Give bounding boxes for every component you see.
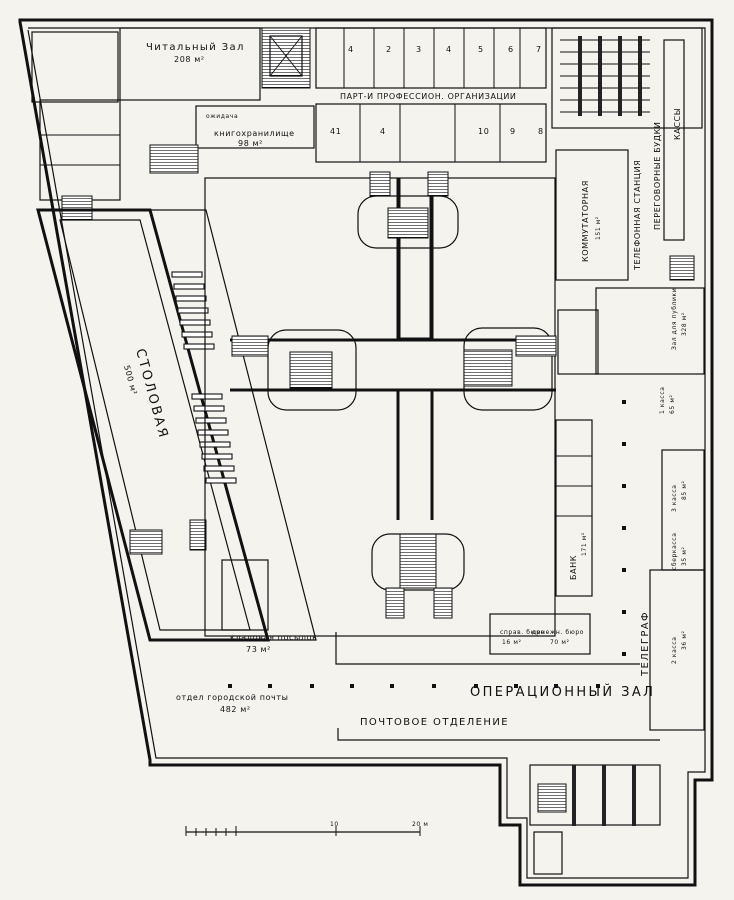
- label-switchboard-area: 151 м²: [595, 216, 602, 240]
- room-number: 2: [386, 45, 392, 54]
- label-money-office-area: 70 м²: [550, 639, 569, 646]
- room-number: 4: [446, 45, 452, 54]
- scale-bar: 10 20 м: [185, 821, 428, 836]
- label-inquiry-area: 16 м²: [502, 639, 521, 646]
- label-savings-area: 35 м²: [681, 547, 688, 566]
- room-number: 3: [416, 45, 422, 54]
- label-cashier-1: 1 касса: [659, 387, 666, 415]
- label-savings: сберкасса: [671, 533, 678, 570]
- structural-columns: [228, 400, 626, 688]
- label-book-storage: книгохранилище: [214, 129, 295, 138]
- stair-core-east: [463, 327, 557, 411]
- east-wing: [551, 27, 705, 375]
- label-switchboard: КОММУТАТОРНАЯ: [581, 180, 590, 262]
- room-number: 6: [508, 45, 514, 54]
- label-waiting: ожидача: [206, 113, 238, 120]
- label-reading-hall-area: 208 м²: [174, 55, 205, 64]
- label-phone-booths: ПЕРЕГОВОРНЫЕ БУДКИ: [653, 122, 662, 230]
- label-public-hall-area: 328 м²: [681, 312, 688, 336]
- label-money-office: денежн. бюро: [532, 629, 584, 636]
- inner-east-rooms: [489, 419, 705, 731]
- label-city-post: отдел городской почты: [176, 693, 289, 702]
- label-book-storage-area: 98 м²: [238, 139, 263, 148]
- room-number: 9: [510, 127, 516, 136]
- stair-core-south: [371, 533, 465, 619]
- label-phone-station: ТЕЛЕФОННАЯ СТАНЦИЯ: [633, 160, 642, 271]
- room-number: 4: [348, 45, 354, 54]
- room-number: 7: [536, 45, 542, 54]
- label-post-office: ПОЧТОВОЕ ОТДЕЛЕНИЕ: [360, 717, 509, 728]
- label-cashier-3: 3 касса: [671, 485, 678, 513]
- label-cashier-3-area: 85 м²: [681, 481, 688, 500]
- room-number: 5: [478, 45, 484, 54]
- central-core: [204, 171, 557, 637]
- label-inquiry: справ. бюро: [500, 629, 545, 636]
- label-canteen-area: 500 м²: [122, 364, 139, 396]
- label-telegraph: ТЕЛЕГРАФ: [640, 611, 651, 677]
- label-bank-area: 171 м²: [581, 532, 588, 556]
- scale-mark-20: 20 м: [412, 821, 428, 828]
- label-cashier-1-area: 65 м²: [669, 395, 676, 414]
- room-number: 41: [330, 127, 341, 136]
- label-bank: БАНК: [569, 555, 578, 580]
- stair-core-west: [231, 329, 357, 411]
- label-public-hall: Зал для публики: [671, 288, 678, 350]
- label-parcels-storage-area: 73 м²: [246, 645, 271, 654]
- south-entrance: [529, 764, 661, 875]
- north-wing: [31, 27, 547, 221]
- room-number: 4: [380, 127, 386, 136]
- label-party-orgs: ПАРТ-И ПРОФЕССИОН. ОРГАНИЗАЦИИ: [340, 92, 517, 101]
- canteen-tables: [171, 271, 237, 484]
- label-cashier-2: 2 касса: [671, 637, 678, 665]
- label-reading-hall: Читальный Зал: [146, 42, 245, 53]
- room-labels: Читальный Зал 208 м² 4 2 3 4 5 6 7 ПАРТ-…: [122, 42, 688, 728]
- outer-walls: [18, 18, 714, 887]
- counters: [335, 632, 660, 741]
- room-number: 8: [538, 127, 544, 136]
- label-parcels-storage: кладовая посылок: [230, 633, 318, 642]
- label-cashier: КАССЫ: [673, 108, 682, 140]
- label-operations-hall: ОПЕРАЦИОННЫЙ ЗАЛ: [470, 684, 655, 700]
- label-cashier-2-area: 36 м²: [681, 631, 688, 650]
- label-canteen: СТОЛОВАЯ: [132, 347, 171, 441]
- stair-core-north: [357, 171, 459, 249]
- scale-mark-10: 10: [330, 821, 339, 828]
- label-city-post-area: 482 м²: [220, 705, 251, 714]
- room-number: 10: [478, 127, 489, 136]
- canteen-wing: [36, 208, 317, 642]
